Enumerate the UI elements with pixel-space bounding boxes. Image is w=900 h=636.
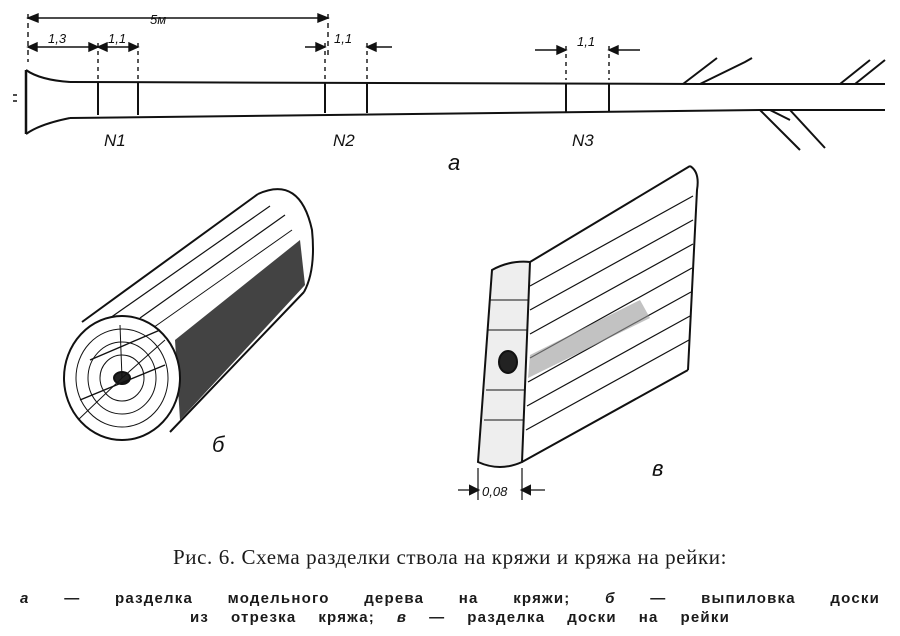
- caption-letter-v: в: [396, 609, 408, 626]
- cut-label-n2: N2: [333, 131, 355, 150]
- board-rail-6: [526, 315, 691, 407]
- trunk-lower-flare: [25, 117, 71, 135]
- log-grain-1: [109, 205, 271, 319]
- panel-letter-a: а: [448, 150, 460, 175]
- board-bottom-edge: [521, 369, 689, 463]
- dim-seg3-arrow-left: [556, 44, 568, 56]
- log-board-cut-a: [89, 329, 161, 361]
- dim-seg3-label: 1,1: [577, 34, 595, 49]
- panel-a-trunk: [13, 57, 886, 151]
- caption-line-2: из отрезка кряжа; в — разделка доски на …: [190, 609, 730, 626]
- caption-letter-b: б: [605, 590, 616, 607]
- branch-upper-right2: [854, 59, 886, 85]
- log-board-cut-b: [79, 364, 166, 401]
- board-right-edge: [687, 165, 699, 371]
- log-crack-3: [119, 324, 123, 379]
- cut-label-n3: N3: [572, 131, 594, 150]
- caption-text-a: — разделка модельного дерева на кряжи;: [64, 590, 571, 607]
- log-ring-2: [87, 341, 157, 415]
- board-thickness-label: 0,08: [482, 484, 508, 499]
- dim-seg3-arrow-right: [607, 44, 619, 56]
- dim-first-arrow-left: [26, 41, 38, 53]
- board-dim-arrow-left: [469, 484, 481, 496]
- board-end-pith: [498, 350, 518, 374]
- dim-seg1-arrow-left: [96, 41, 108, 53]
- log-ring-3: [99, 354, 145, 402]
- log-ring-1: [75, 328, 169, 428]
- panel-b-log: [63, 188, 314, 441]
- branch-lower-c: [769, 109, 791, 121]
- panel-letter-v: в: [652, 456, 663, 481]
- caption-letter-a: а: [20, 590, 30, 607]
- dim-seg2-label: 1,1: [334, 31, 352, 46]
- dim-total-label: 5м: [150, 12, 166, 27]
- dim-first-label: 1,3: [48, 31, 67, 46]
- caption-text-b-cont: из отрезка кряжа;: [190, 609, 375, 626]
- dim-total-arrow-left: [26, 12, 39, 24]
- branch-lower-a: [759, 109, 801, 151]
- caption-title: Рис. 6. Схема разделки ствола на кряжи и…: [172, 545, 728, 569]
- caption-line-1: а — разделка модельного дерева на кряжи;…: [20, 590, 880, 607]
- board-dim-arrow-right: [519, 484, 531, 496]
- log-body-shading: [175, 240, 305, 420]
- log-body-top: [81, 193, 259, 323]
- log-body-bottom: [169, 291, 305, 433]
- board-rail-1: [529, 195, 694, 287]
- log-grain-2: [139, 214, 286, 319]
- branch-upper-b: [682, 57, 718, 85]
- figure-diagram: 5м 1,3 1,1 1,1 1,1 N1 N2 N3 а б: [13, 12, 886, 500]
- cut-label-n1: N1: [104, 131, 126, 150]
- board-top-edge: [529, 165, 691, 263]
- trunk-bottom-edge: [69, 109, 761, 119]
- panel-v-board: [458, 165, 699, 500]
- log-grain-3: [149, 229, 293, 331]
- caption-text-b: — выпиловка доски: [650, 590, 880, 607]
- dim-seg2-arrow-right: [365, 41, 377, 53]
- dim-seg1-arrow-right: [128, 41, 140, 53]
- log-far-end: [257, 188, 314, 293]
- dim-seg2-arrow-left: [315, 41, 327, 53]
- board-rail-7: [525, 339, 690, 431]
- board-rail-2: [529, 219, 694, 311]
- trunk-upper-flare: [25, 69, 71, 83]
- dim-total-arrow-right: [317, 12, 330, 24]
- board-pith-streak: [528, 300, 650, 378]
- trunk-top-edge: [69, 81, 701, 85]
- branch-lower-b: [789, 109, 826, 149]
- board-rail-3: [529, 243, 694, 335]
- caption-text-v: — разделка доски на рейки: [429, 609, 730, 626]
- dimension-lines: [26, 12, 640, 80]
- panel-letter-b: б: [212, 432, 226, 457]
- branch-upper-a: [699, 57, 753, 85]
- dim-first-arrow-right: [88, 41, 100, 53]
- branch-upper-right: [839, 59, 871, 85]
- dim-seg1-label: 1,1: [108, 31, 126, 46]
- log-crack-2: [121, 339, 166, 379]
